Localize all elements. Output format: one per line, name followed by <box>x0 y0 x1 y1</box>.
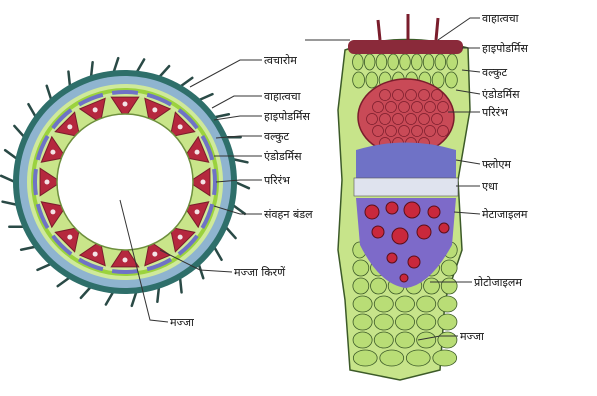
cortex-cell <box>423 54 434 70</box>
cortex-cell <box>438 332 457 348</box>
epidermal-hair <box>106 291 114 304</box>
label-endodermis-right: एंडोडर्मिस <box>482 88 520 101</box>
labels-right: वाहात्वचा हाइपोडर्मिस वल्कुट एंडोडर्मिस … <box>460 12 528 343</box>
label-parirambh-left: परिरंभ <box>264 174 290 187</box>
xylem-vessel <box>387 253 397 263</box>
cortex-cell <box>411 54 422 70</box>
label-edha: एधा <box>482 180 498 193</box>
cortex-cell <box>376 54 387 70</box>
cortex-cell <box>395 296 414 312</box>
epidermal-hair <box>235 182 249 188</box>
label-hypodermis-right: हाइपोडर्मिस <box>482 42 528 55</box>
cortex-cell <box>353 350 377 366</box>
cortex-cell <box>447 54 458 70</box>
cortex-cell <box>374 314 393 330</box>
cortex-cell <box>417 314 436 330</box>
epidermal-hair <box>47 86 52 100</box>
label-parirambh-right: परिरंभ <box>482 106 508 119</box>
cortex-cell <box>353 260 369 276</box>
label-majja-kirane: मज्जा किरणें <box>234 266 286 279</box>
cortex-cell <box>353 278 369 294</box>
xylem-vessel <box>386 202 398 214</box>
epidermal-hair <box>159 66 169 77</box>
epidermal-hair <box>14 126 24 137</box>
cortex-cell <box>353 296 372 312</box>
label-bahyatwacha-right: वाहात्वचा <box>482 12 519 25</box>
xylem-vessel <box>392 228 408 244</box>
cortex-cell <box>417 296 436 312</box>
cortex-cell <box>388 54 399 70</box>
cortex-cell <box>353 314 372 330</box>
epidermal-hair <box>28 104 36 117</box>
epidermal-hair <box>225 227 235 238</box>
cortex-cell <box>364 54 375 70</box>
epidermis-band <box>348 40 463 54</box>
label-metaxylem: मेटाजाइलम <box>482 208 528 221</box>
epidermal-hair <box>180 78 192 87</box>
cortex-cell <box>380 350 404 366</box>
label-endodermis-left: एंडोडर्मिस <box>264 150 302 163</box>
xylem-vessel <box>417 225 431 239</box>
cortex-cell <box>441 278 457 294</box>
cortex-cell <box>353 332 372 348</box>
cortex-cell <box>438 314 457 330</box>
label-valkut-right: वल्कुट <box>482 66 508 79</box>
xylem-vessel <box>372 226 384 238</box>
xylem-vessel <box>365 205 379 219</box>
cortex-cell <box>374 332 393 348</box>
epidermal-hair <box>180 277 182 292</box>
xylem-vessel <box>428 206 440 218</box>
epidermal-hair <box>38 264 52 270</box>
epidermal-hair <box>5 150 17 159</box>
cortex-cell <box>353 72 365 88</box>
cortex-cell <box>424 278 440 294</box>
label-phloem: फ्लोएम <box>482 158 511 171</box>
cortex-cell <box>445 72 457 88</box>
label-bahyatwacha-left: वाहात्वचा <box>264 90 301 103</box>
cortex-cell <box>374 296 393 312</box>
cortex-cell <box>406 350 430 366</box>
epidermal-hair <box>214 114 229 117</box>
bundle-sector <box>338 14 470 380</box>
label-sanvahan: संवहन बंडल <box>264 208 313 221</box>
label-protoxylem: प्रोटोजाइलम <box>474 276 522 289</box>
cortex-cell <box>395 332 414 348</box>
xylem-vessel <box>408 256 420 268</box>
cortex-cell <box>435 54 446 70</box>
xylem-vessel <box>439 223 449 233</box>
label-majja-right: मज्जा <box>460 330 484 343</box>
cortex-cell <box>441 260 457 276</box>
epidermal-hair <box>81 287 91 298</box>
cortex-cell <box>438 296 457 312</box>
stem-cross-section <box>1 58 249 306</box>
epidermal-hair <box>1 176 15 182</box>
surface-hairs <box>378 14 438 40</box>
epidermal-hair <box>58 277 70 286</box>
cortex-cell <box>433 350 457 366</box>
label-majja-left: मज्जा <box>170 316 194 329</box>
epidermal-hair <box>21 247 36 250</box>
epidermal-hair <box>214 247 222 260</box>
label-twacharom: त्वचारोम <box>264 54 297 67</box>
cortex-cell <box>353 54 364 70</box>
epidermal-hair <box>199 264 204 278</box>
cortex-cell <box>395 314 414 330</box>
epidermal-hair <box>136 59 144 72</box>
xylem-vessel <box>400 274 408 282</box>
cortex-cell <box>366 72 378 88</box>
cortex-cell <box>371 278 387 294</box>
xylem-vessel <box>404 202 420 218</box>
pith-area <box>57 114 193 250</box>
label-valkut-left: वल्कुट <box>264 130 290 143</box>
cortex-cell <box>400 54 411 70</box>
cambium-band <box>354 178 458 196</box>
epidermal-hair <box>68 72 70 87</box>
label-hypodermis-left: हाइपोडर्मिस <box>264 110 310 123</box>
epidermal-hair <box>199 94 213 100</box>
